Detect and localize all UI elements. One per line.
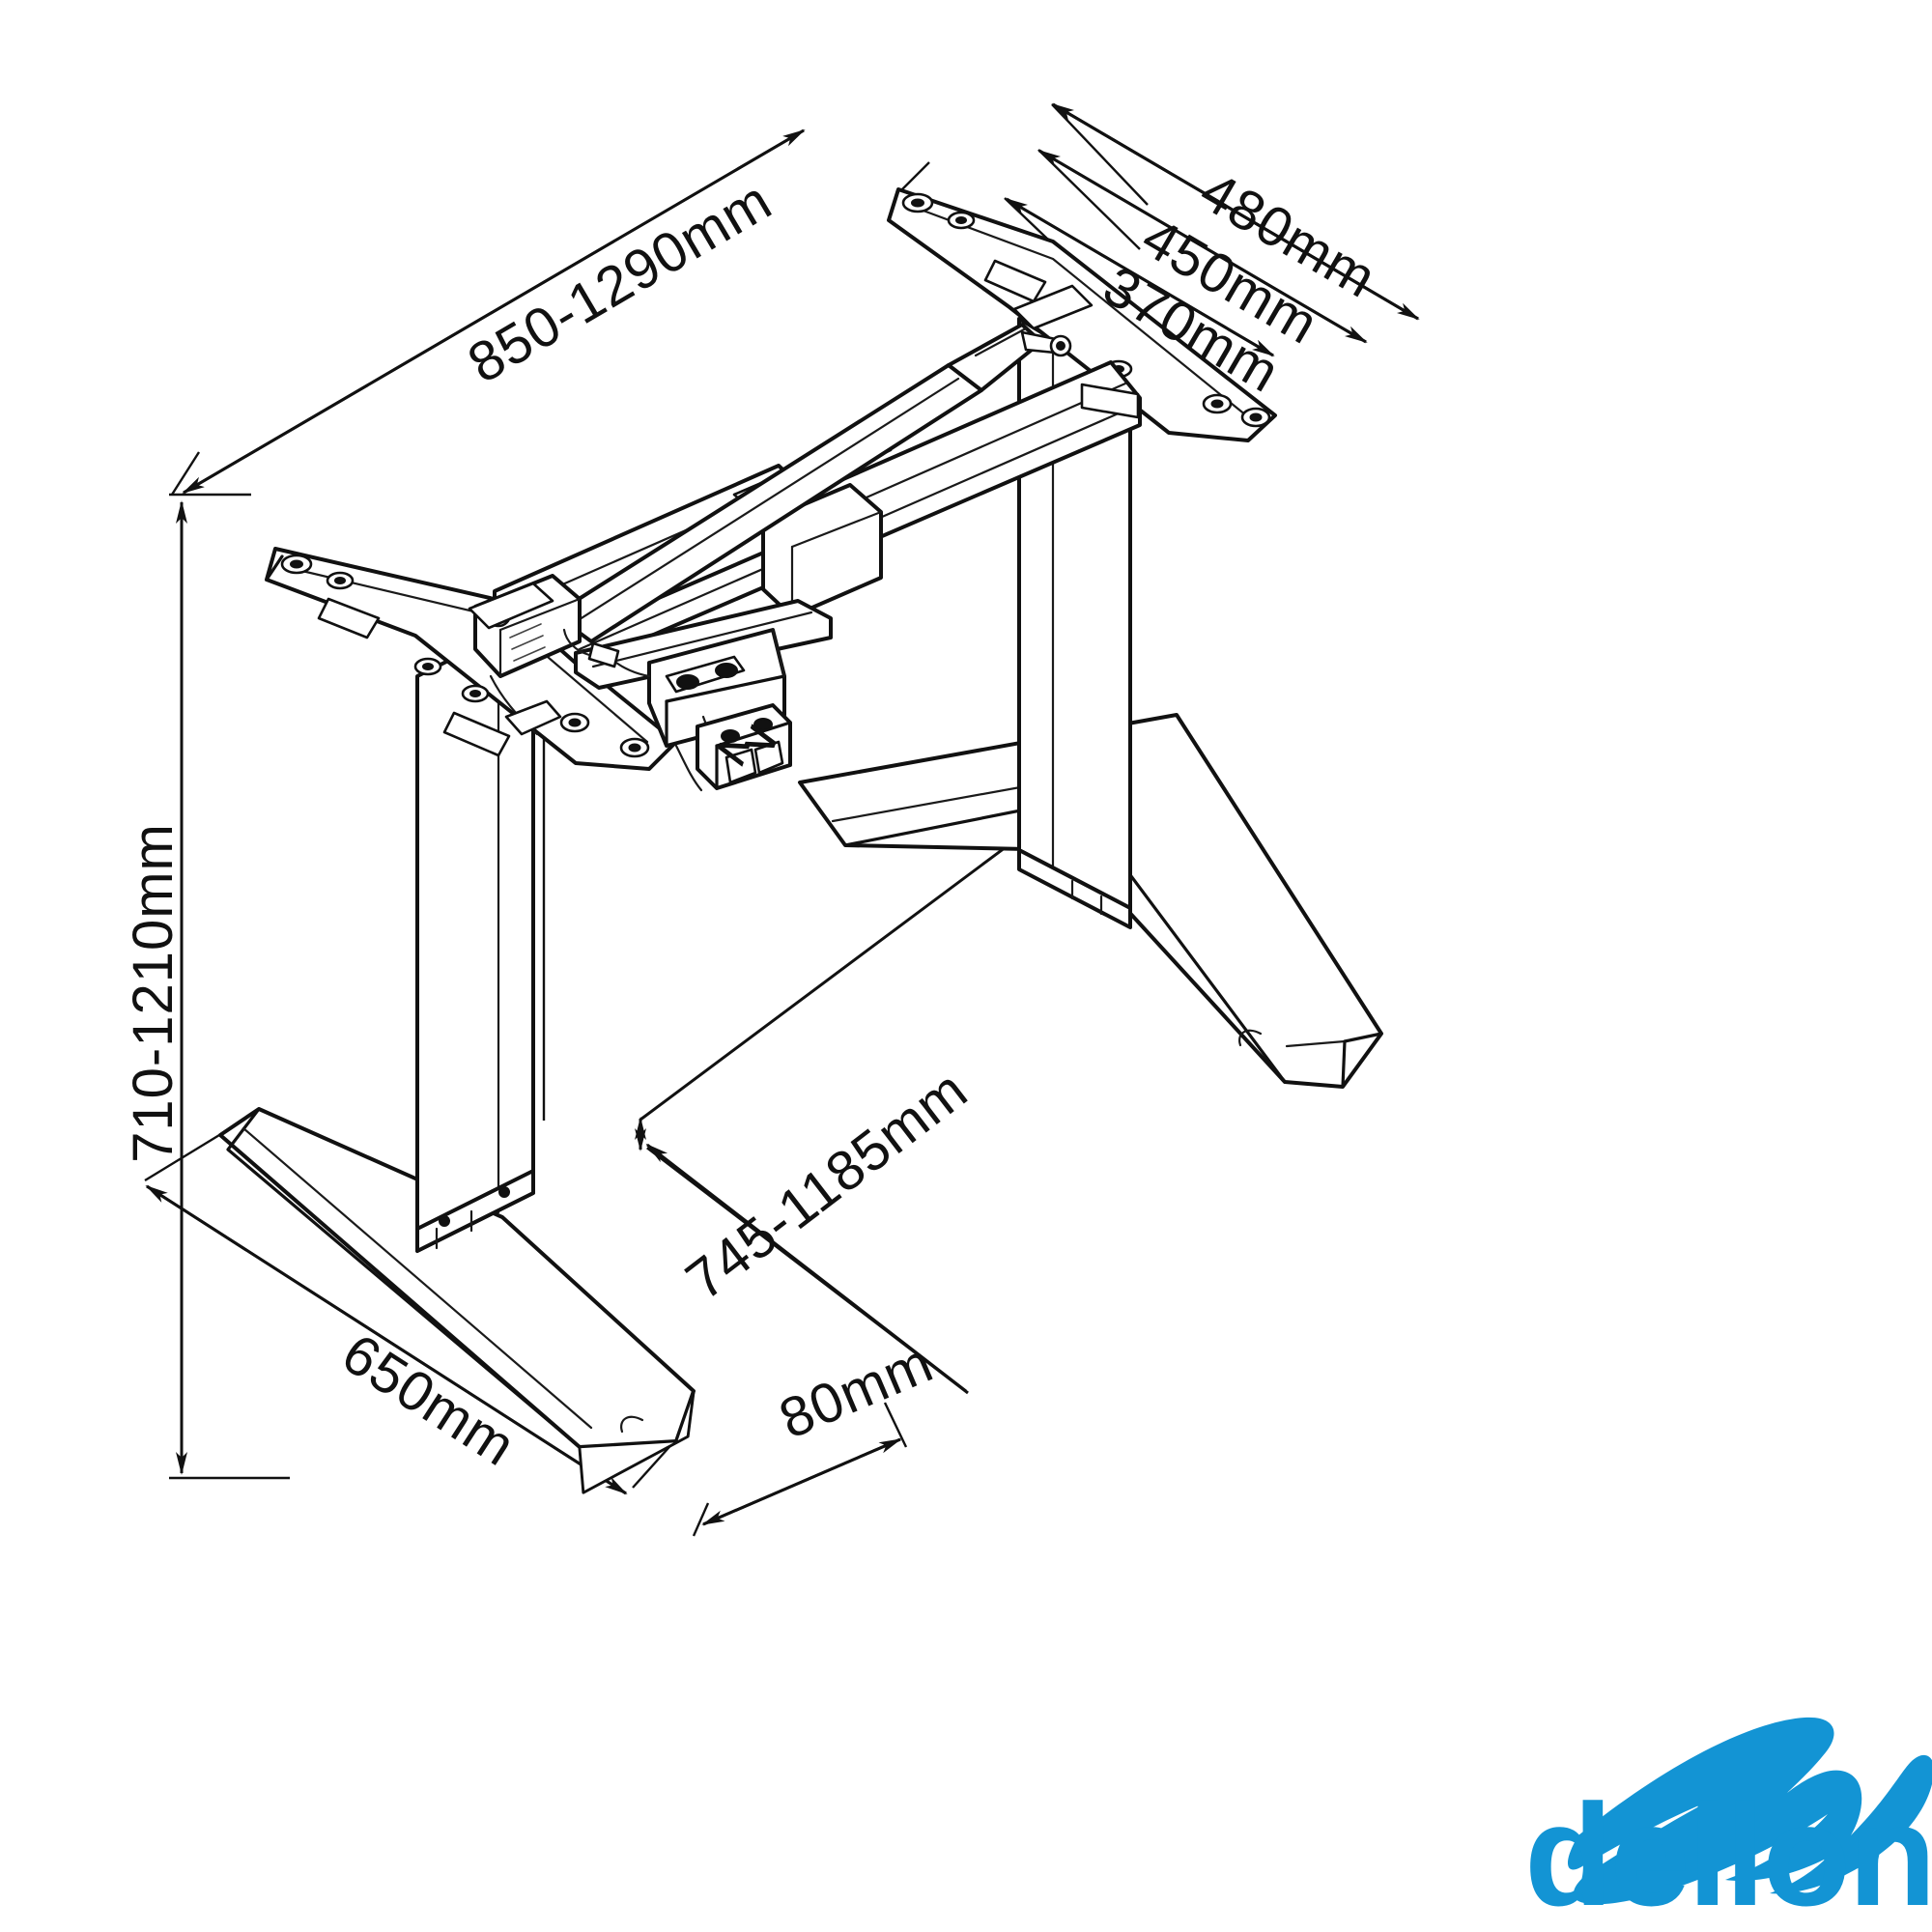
dimension-bracket-outer [1051, 102, 1420, 321]
dimension-label-desktop-width: 850-1290mm [458, 169, 782, 396]
dimension-overall-height [169, 493, 290, 1480]
dimension-label-overall-height: 710-1210mm [122, 823, 185, 1163]
dimension-leg-height [542, 713, 1178, 1395]
right-top-bracket [887, 187, 1277, 442]
stabiliser-bar [574, 599, 833, 690]
desk-frame-geometry: ∧ ∨ [218, 187, 1383, 1494]
dimension-foot-width [692, 1402, 908, 1537]
bracket-screw-holes-left [280, 554, 650, 758]
left-top-bracket [265, 547, 678, 771]
dimension-label-foot-width: 80mm [771, 1331, 942, 1451]
dimension-bracket-mid [1037, 149, 1368, 344]
brand-wordmark: dellonda [1524, 1774, 1932, 1932]
control-handset[interactable]: ∧ ∨ [696, 703, 793, 790]
actuator-cylinder [473, 323, 1072, 678]
brand-logo: dellonda [1524, 1717, 1932, 1932]
wave-icon [1567, 1717, 1932, 1905]
front-foot-assembly [218, 1107, 696, 1494]
dimension-layer [144, 102, 1420, 1537]
column-top-joint [468, 582, 562, 736]
dimension-desktop-width [170, 128, 930, 496]
power-cable [562, 628, 651, 678]
front-column [415, 616, 535, 1253]
rear-column-top-joint [1012, 284, 1140, 419]
dimension-label-leg-height: 745-1185mm [674, 1058, 979, 1312]
